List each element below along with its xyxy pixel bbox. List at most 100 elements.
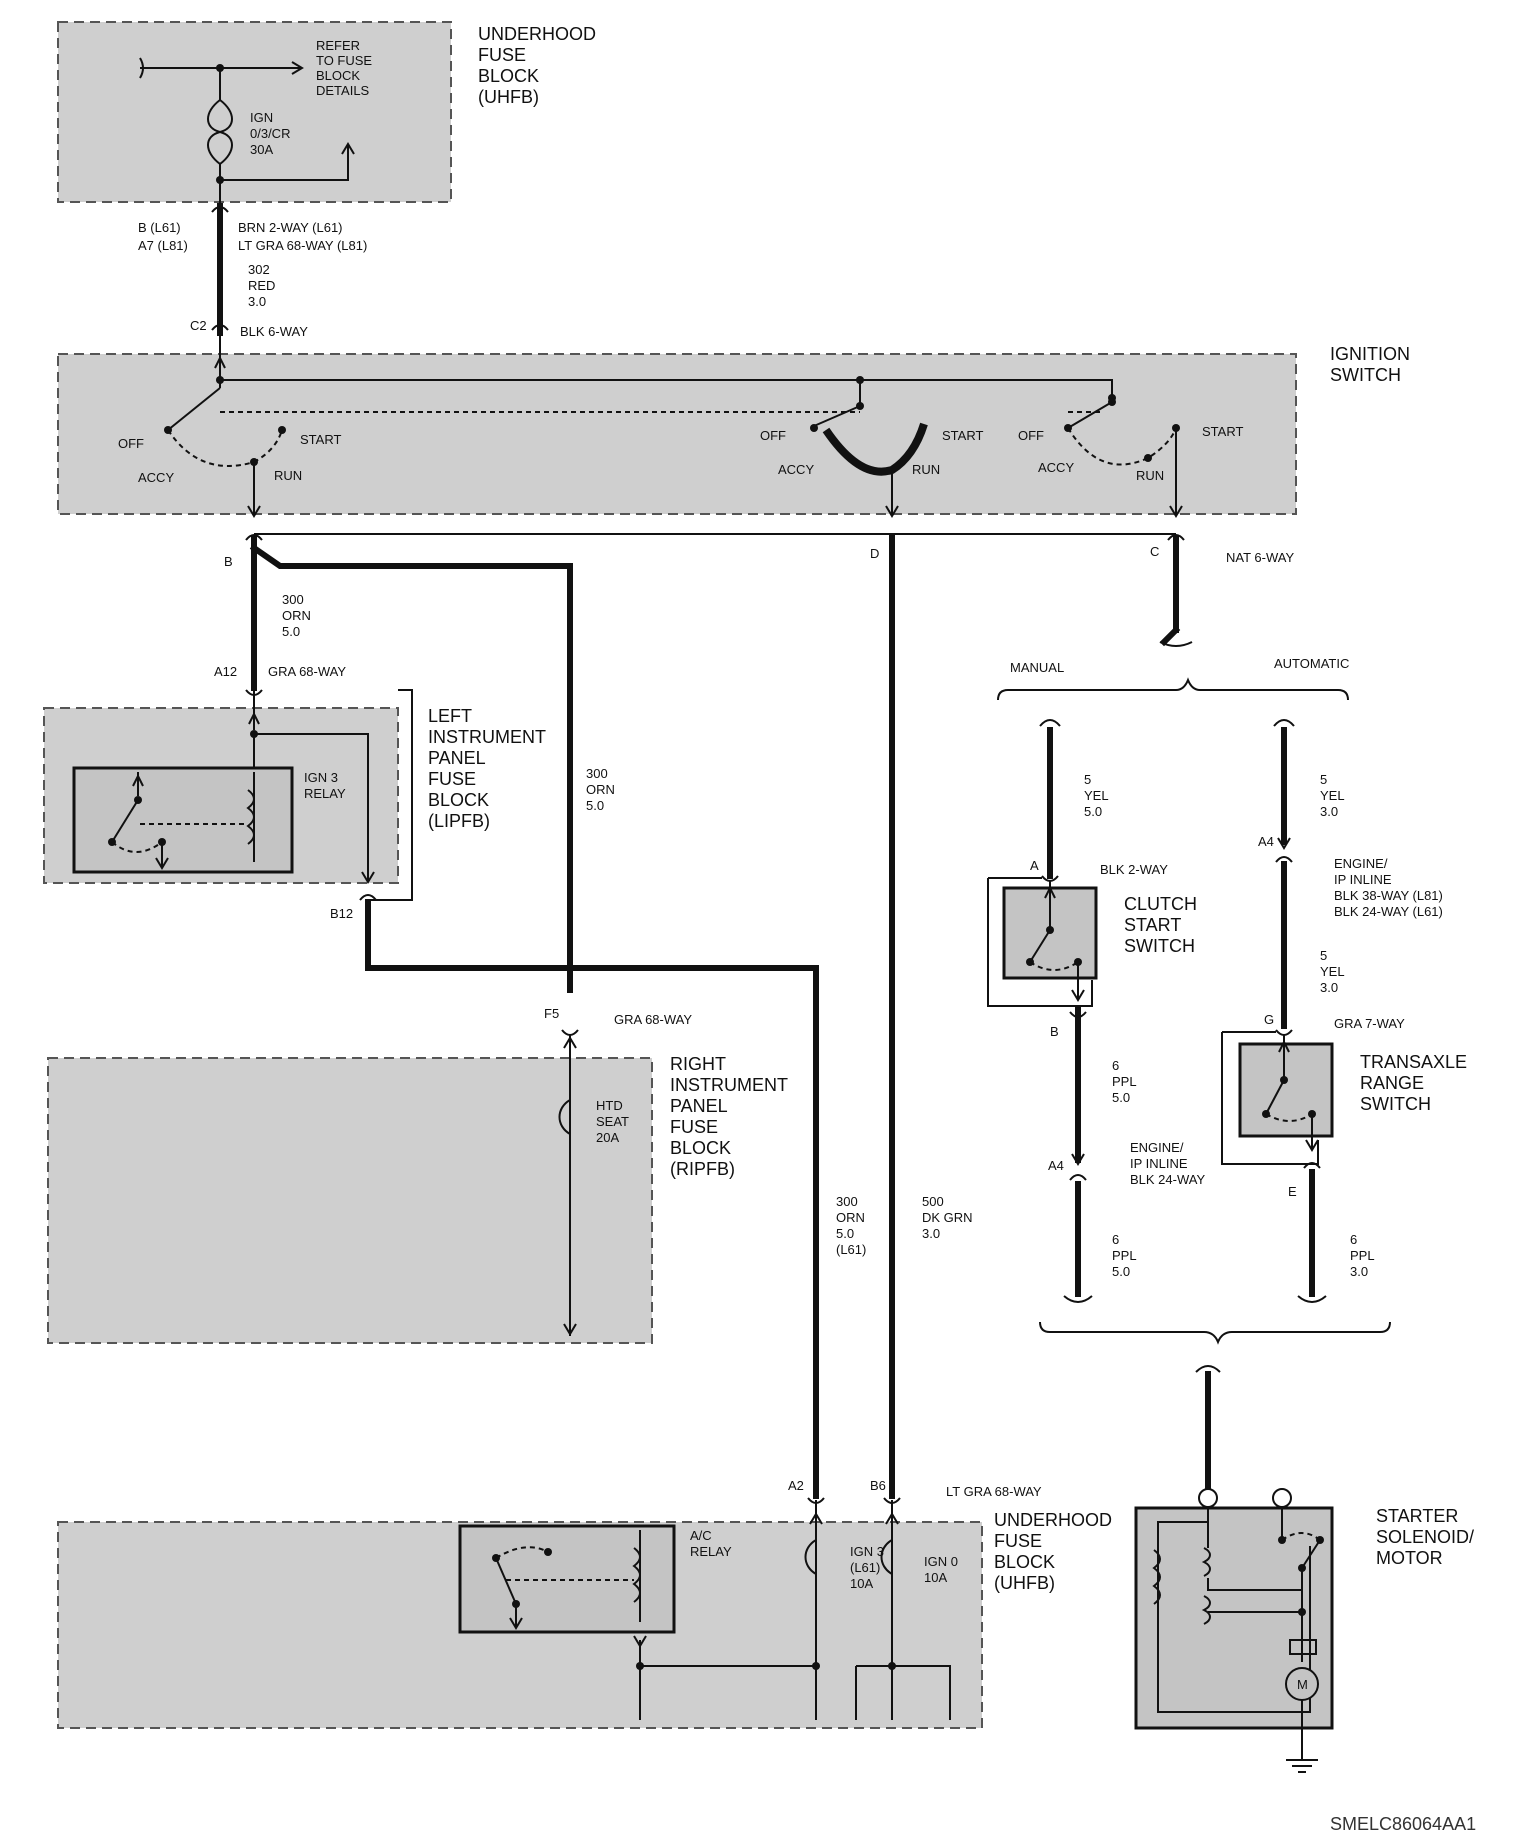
branch-label-manual: MANUAL (1010, 660, 1064, 675)
uhfb-bottom-label: UNDERHOOD FUSE BLOCK (UHFB) (994, 1510, 1112, 1593)
wire-300-l61-label: 300 ORN 5.0 (L61) (836, 1194, 866, 1257)
svg-text:IP INLINE: IP INLINE (1130, 1156, 1188, 1171)
relay-coil-icon (632, 1547, 641, 1603)
svg-text:FUSE: FUSE (670, 1117, 718, 1137)
connector-label: BRN 2-WAY (L61) (238, 220, 343, 235)
terminal-post (1198, 1488, 1218, 1508)
svg-text:6: 6 (1350, 1232, 1357, 1247)
motor-label: M (1297, 1677, 1308, 1692)
svg-text:RUN: RUN (1136, 468, 1164, 483)
svg-text:STARTER: STARTER (1376, 1506, 1458, 1526)
terminal-post (1272, 1488, 1292, 1508)
svg-text:OFF: OFF (118, 436, 144, 451)
svg-text:UNDERHOOD: UNDERHOOD (994, 1510, 1112, 1530)
figure-code: SMELC86064AA1 (1330, 1814, 1476, 1834)
wire-5-manual-label: 5 YEL 5.0 (1084, 772, 1109, 819)
connector-label: GRA 68-WAY (268, 664, 346, 679)
svg-text:BLK 24-WAY: BLK 24-WAY (1130, 1172, 1205, 1187)
wire-302-label: 302 RED 3.0 (248, 262, 275, 309)
svg-text:FUSE: FUSE (994, 1531, 1042, 1551)
wire-500-label: 500 DK GRN 3.0 (922, 1194, 973, 1241)
manual-inline-label: ENGINE/ IP INLINE BLK 24-WAY (1130, 1140, 1205, 1187)
svg-text:ORN: ORN (282, 608, 311, 623)
svg-text:5.0: 5.0 (836, 1226, 854, 1241)
svg-text:ORN: ORN (586, 782, 615, 797)
switch-positions-right: OFF ACCY RUN START (1018, 424, 1243, 483)
arrow-down-icon (247, 505, 261, 518)
arrow-up-icon (809, 1512, 823, 1525)
svg-text:RIGHT: RIGHT (670, 1054, 726, 1074)
connector-clutch-b (1069, 1011, 1087, 1018)
ignition-switch-block (57, 353, 1297, 515)
arrow-up-icon (132, 773, 144, 787)
svg-text:10A: 10A (850, 1576, 873, 1591)
svg-text:RED: RED (248, 278, 275, 293)
svg-text:500: 500 (922, 1194, 944, 1209)
svg-text:SWITCH: SWITCH (1330, 365, 1401, 385)
arrow-up-icon (214, 355, 226, 369)
ign0-fuse-label: IGN 0 10A (924, 1554, 958, 1585)
arrow-down-icon (1305, 1139, 1319, 1152)
switch-arm (167, 387, 221, 431)
htd-seat-label: HTD SEAT 20A (596, 1098, 629, 1145)
connector-e (1303, 1162, 1321, 1169)
connector-label: B (224, 554, 233, 569)
svg-text:BLOCK: BLOCK (478, 66, 539, 86)
svg-text:SOLENOID/: SOLENOID/ (1376, 1527, 1474, 1547)
connector-label: B (L61) (138, 220, 181, 235)
ripfb-block (47, 1057, 653, 1344)
svg-text:DETAILS: DETAILS (316, 83, 370, 98)
svg-text:5: 5 (1320, 948, 1327, 963)
svg-text:INSTRUMENT: INSTRUMENT (428, 727, 546, 747)
connector-label: B (1050, 1024, 1059, 1039)
arrow-down-icon (885, 505, 899, 518)
solenoid-coil-icon (1201, 1595, 1211, 1625)
svg-text:YEL: YEL (1320, 788, 1345, 803)
svg-text:PPL: PPL (1350, 1248, 1375, 1263)
merge-brace (1039, 1321, 1391, 1345)
svg-text:IGN 3: IGN 3 (850, 1544, 884, 1559)
connector-label: D (870, 546, 879, 561)
connector-label: C2 (190, 318, 207, 333)
switch-positions-mid: OFF ACCY RUN START (760, 428, 983, 477)
auto-inline-label: ENGINE/ IP INLINE BLK 38-WAY (L81) BLK 2… (1334, 856, 1443, 919)
svg-text:PPL: PPL (1112, 1074, 1137, 1089)
svg-text:CLUTCH: CLUTCH (1124, 894, 1197, 914)
svg-text:300: 300 (586, 766, 608, 781)
uhfb-top-label: UNDERHOOD FUSE BLOCK (UHFB) (478, 24, 596, 107)
ign3-relay-label: IGN 3 RELAY (304, 770, 346, 801)
arrow-up-icon (341, 142, 355, 155)
svg-text:A/C: A/C (690, 1528, 712, 1543)
switch-positions-left: OFF ACCY RUN START (118, 432, 341, 485)
connector-label: A7 (L81) (138, 238, 188, 253)
svg-text:3.0: 3.0 (1350, 1264, 1368, 1279)
svg-text:300: 300 (836, 1194, 858, 1209)
ignition-switch-label: IGNITION SWITCH (1330, 344, 1410, 385)
svg-text:(LIPFB): (LIPFB) (428, 811, 490, 831)
svg-text:IGN 3: IGN 3 (304, 770, 338, 785)
svg-text:5: 5 (1320, 772, 1327, 787)
arrow-down-icon (361, 871, 375, 884)
connector-label: G (1264, 1012, 1274, 1027)
starter-label: STARTER SOLENOID/ MOTOR (1376, 1506, 1474, 1568)
svg-text:HTD: HTD (596, 1098, 623, 1113)
svg-text:5: 5 (1084, 772, 1091, 787)
svg-text:BLOCK: BLOCK (428, 790, 489, 810)
connector-label: LT GRA 68-WAY (946, 1484, 1042, 1499)
connector-man-a4 (1069, 1174, 1087, 1181)
svg-text:LEFT: LEFT (428, 706, 472, 726)
ign3-fuse-label: IGN 3 (L61) 10A (850, 1544, 884, 1591)
svg-text:ENGINE/: ENGINE/ (1334, 856, 1388, 871)
connector-label: F5 (544, 1006, 559, 1021)
svg-text:TRANSAXLE: TRANSAXLE (1360, 1052, 1467, 1072)
svg-text:5.0: 5.0 (1112, 1090, 1130, 1105)
svg-text:(L61): (L61) (836, 1242, 866, 1257)
svg-text:5.0: 5.0 (1112, 1264, 1130, 1279)
clutch-outline (987, 878, 1093, 1007)
wire-300-left-label: 300 ORN 5.0 (282, 592, 311, 639)
connector-label: GRA 7-WAY (1334, 1016, 1405, 1031)
branch-brace (997, 677, 1349, 701)
transaxle-outline (1221, 1032, 1319, 1165)
connector-label: A12 (214, 664, 237, 679)
